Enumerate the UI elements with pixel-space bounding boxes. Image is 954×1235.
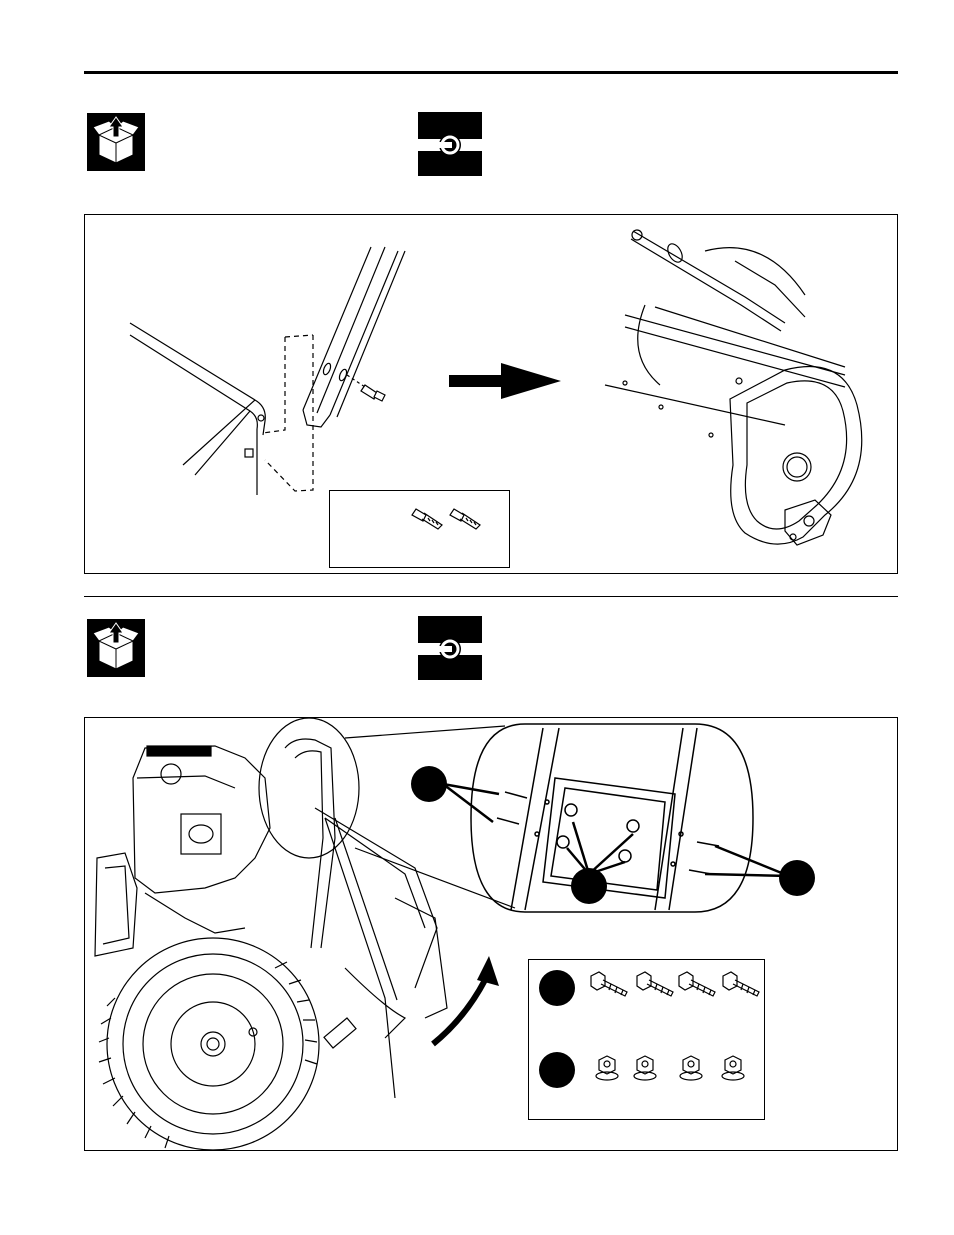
- hardware-inset: [329, 490, 510, 568]
- flange-nut-icon: [596, 1056, 618, 1080]
- fastener-install-icon: [418, 616, 482, 680]
- figure-1-frame: [84, 214, 898, 574]
- flange-nut-icon: [722, 1056, 744, 1080]
- hex-bolt-icon: [723, 972, 759, 996]
- bolt-callout: [411, 766, 447, 802]
- hex-bolt-icon: [679, 972, 715, 996]
- right-arrow-icon: [449, 363, 561, 399]
- bolt-callout: [539, 970, 575, 1006]
- nut-callout: [571, 868, 607, 904]
- hardware-inset: [528, 959, 765, 1120]
- unpack-box-icon: [87, 113, 145, 171]
- figure-2-frame: [84, 717, 898, 1151]
- self-tapping-screw-icon: [450, 509, 480, 529]
- flange-nut-icon: [634, 1056, 656, 1080]
- nut-callout: [539, 1052, 575, 1088]
- hex-bolt-icon: [637, 972, 673, 996]
- flange-nut-icon: [680, 1056, 702, 1080]
- unpack-box-icon: [87, 619, 145, 677]
- top-rule: [84, 71, 898, 74]
- section-divider: [84, 596, 898, 597]
- fastener-install-icon: [418, 112, 482, 176]
- bolt-callout: [779, 860, 815, 896]
- self-tapping-screw-icon: [412, 509, 442, 529]
- figure-2-illustration: [85, 718, 899, 1152]
- hex-bolt-icon: [591, 972, 627, 996]
